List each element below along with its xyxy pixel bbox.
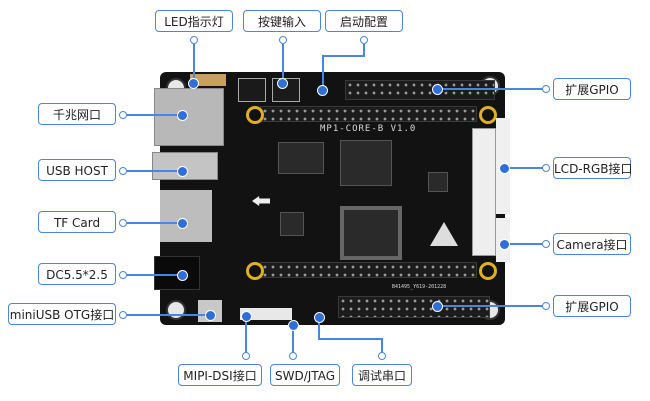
ram-chip	[278, 142, 324, 174]
point-mini-usb	[205, 310, 216, 321]
label-key: 按键输入	[243, 10, 321, 32]
point-usb-host	[177, 166, 188, 177]
board-code-text: B41495_Y619-201228	[392, 284, 447, 290]
label-dc: DC5.5*2.5	[38, 263, 116, 285]
point-led	[188, 78, 199, 89]
label-swd-jtag: SWD/JTAG	[270, 364, 340, 386]
label-camera: Camera接口	[553, 233, 631, 255]
point-boot	[317, 85, 328, 96]
lcd-rgb-connector	[472, 128, 496, 256]
point-lcd-rgb	[499, 163, 510, 174]
point-mipi-dsi	[241, 311, 252, 322]
label-gpio-bottom: 扩展GPIO	[553, 295, 631, 317]
mount-hole	[166, 300, 186, 320]
board-model-text: MP1-CORE-B V1.0	[320, 124, 417, 134]
point-gpio-bottom	[432, 301, 443, 312]
point-camera	[499, 239, 510, 250]
label-ethernet: 千兆网口	[38, 103, 116, 125]
label-boot: 启动配置	[325, 10, 403, 32]
point-dc	[177, 270, 188, 281]
arrow-marker	[252, 196, 270, 206]
soc-chip	[340, 140, 392, 186]
gpio-header-bottom	[338, 296, 490, 318]
tf-card-slot	[160, 190, 212, 242]
label-mini-usb: miniUSB OTG接口	[8, 303, 116, 325]
pmic-chip	[280, 212, 304, 236]
esd-logo	[430, 222, 458, 246]
gold-pad	[246, 106, 264, 124]
gold-pad	[479, 262, 497, 280]
gold-pad	[246, 262, 264, 280]
pcb-board: MP1-CORE-B V1.0 B41495_Y619-201228	[152, 72, 510, 325]
label-usb-host: USB HOST	[38, 159, 116, 181]
mipi-connector	[240, 308, 292, 320]
emmc-chip	[340, 206, 402, 260]
led-array	[190, 74, 226, 86]
label-debug-uart: 调试串口	[352, 364, 412, 386]
label-lcd-rgb: LCD-RGB接口	[553, 157, 633, 179]
label-gpio-top: 扩展GPIO	[553, 78, 631, 100]
point-debug-uart	[314, 312, 325, 323]
label-led: LED指示灯	[155, 10, 233, 32]
core-header-bottom	[260, 262, 477, 278]
gold-pad	[479, 106, 497, 124]
core-header-top	[260, 106, 477, 122]
push-button	[238, 78, 266, 102]
label-mipi-dsi: MIPI-DSI接口	[178, 364, 262, 386]
label-tf-card: TF Card	[38, 211, 116, 233]
ethernet-port	[154, 88, 224, 146]
point-tf-card	[177, 218, 188, 229]
gpio-header-top	[345, 80, 495, 100]
point-ethernet	[177, 110, 188, 121]
point-key	[277, 78, 288, 89]
small-chip	[428, 172, 448, 192]
point-swd-jtag	[288, 320, 299, 331]
point-gpio-top	[432, 84, 443, 95]
